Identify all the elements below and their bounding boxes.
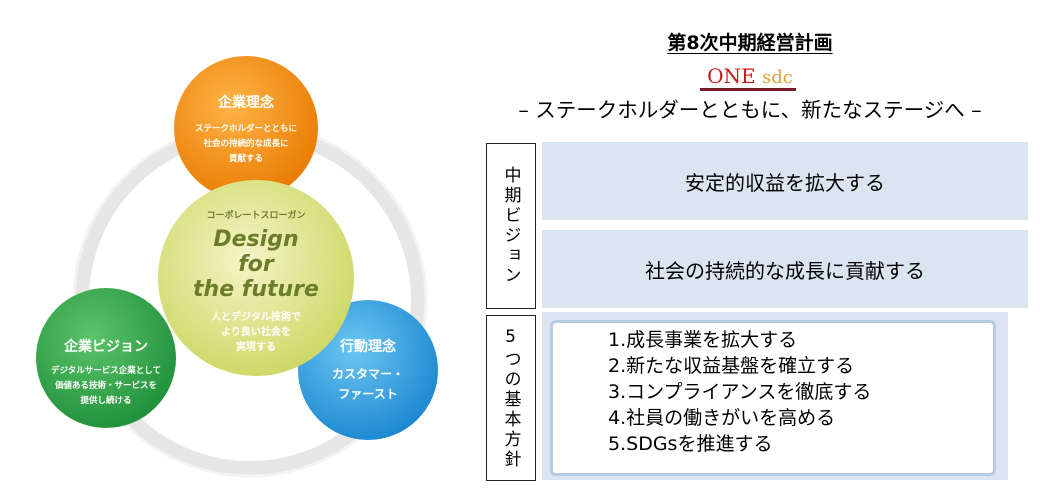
policy-box	[550, 320, 996, 476]
philosophy-diagram-graphic	[36, 56, 438, 478]
policy-item: 4.社員の働きがいを高める	[608, 407, 836, 429]
vision-item: 安定的収益を拡大する	[542, 142, 1028, 220]
basic-policies-label-text: 5つの基本方針	[500, 326, 521, 470]
policy-item: 3.コンプライアンスを徹底する	[608, 381, 872, 403]
slogan-line: より良い社会を	[221, 327, 291, 338]
logo-underline	[700, 88, 796, 91]
slogan-headline: the future	[193, 277, 319, 302]
slogan-headline: for	[238, 252, 274, 277]
corporate-philosophy-line: 貢献する	[228, 154, 263, 164]
corporate-philosophy-title: 企業理念	[218, 95, 274, 111]
corporate-vision-line: 価値ある技術・サービスを	[54, 381, 157, 391]
action-philosophy-title: 行動理念	[340, 339, 396, 355]
slogan-headline: Design	[213, 227, 299, 252]
policy-list: 1.成長事業を拡大する 2.新たな収益基盤を確立する 3.コンプライアンスを徹底…	[608, 327, 871, 457]
corporate-philosophy: 企業理念 ステークホルダーとともに 社会の持続的な成長に 貢献する	[176, 92, 316, 167]
mid-term-vision-label: 中期ビジョン	[486, 143, 536, 309]
corporate-philosophy-circle	[174, 56, 318, 200]
action-philosophy-line: ファースト	[338, 387, 398, 401]
corporate-vision: 企業ビジョン デジタルサービス企業として 価値ある技術・サービスを 提供し続ける	[36, 336, 176, 409]
plan-tagline: – ステークホルダーとともに、新たなステージへ –	[518, 98, 982, 122]
slogan-circle	[158, 180, 354, 376]
slogan-label: コーポレートスローガン	[206, 211, 306, 221]
corporate-vision-title: 企業ビジョン	[64, 339, 148, 355]
one-sdc-logo: ONE sdc	[680, 64, 820, 88]
corporate-slogan: コーポレートスローガン Design for the future 人とデジタル…	[166, 208, 346, 355]
policy-item: 5.SDGsを推進する	[608, 433, 773, 455]
vision-item-text: 社会の持続的な成長に貢献する	[645, 258, 925, 283]
corporate-vision-circle	[36, 288, 176, 428]
policy-item: 2.新たな収益基盤を確立する	[608, 355, 855, 377]
corporate-vision-line: 提供し続ける	[80, 396, 132, 406]
policy-item: 1.成長事業を拡大する	[608, 329, 798, 351]
basic-policies-label: 5つの基本方針	[486, 315, 536, 481]
slogan-line: 人とデジタル技術で	[211, 312, 301, 323]
action-philosophy: 行動理念 カスタマー・ ファースト	[308, 336, 428, 404]
mid-term-vision-label-text: 中期ビジョン	[500, 166, 521, 286]
vision-item-text: 安定的収益を拡大する	[685, 170, 885, 195]
logo-one: ONE	[707, 64, 756, 88]
action-philosophy-line: カスタマー・	[331, 367, 404, 381]
plan-title: 第8次中期経営計画	[667, 32, 833, 54]
philosophy-diagram: 企業理念 ステークホルダーとともに 社会の持続的な成長に 貢献する コーポレート…	[0, 0, 460, 486]
corporate-philosophy-line: ステークホルダーとともに	[194, 124, 297, 134]
corporate-philosophy-line: 社会の持続的な成長に	[203, 139, 289, 149]
corporate-vision-line: デジタルサービス企業として	[50, 366, 162, 376]
vision-item: 社会の持続的な成長に貢献する	[542, 230, 1028, 308]
logo-sdc: sdc	[762, 67, 793, 88]
slogan-line: 実現する	[236, 342, 276, 353]
